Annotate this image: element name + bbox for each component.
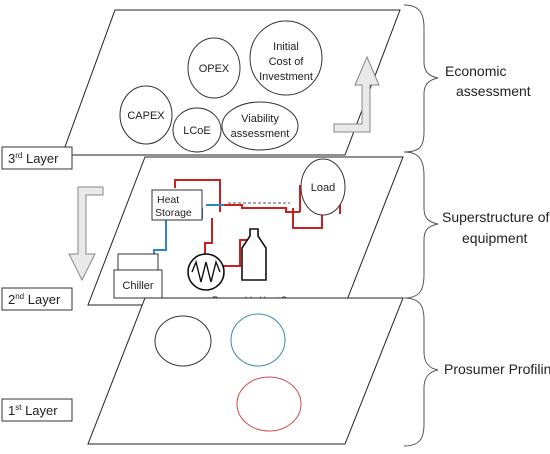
viability-line-1: Viability — [241, 113, 279, 125]
prosumer-oval-3 — [236, 376, 302, 432]
viability-oval — [221, 101, 299, 151]
lcoe-label: LCoE — [183, 125, 211, 137]
superstructure-label-1: Superstructure of — [442, 209, 549, 225]
heat-storage-box — [151, 189, 203, 221]
renewable-source-icon — [241, 228, 267, 281]
up-arrow — [333, 55, 380, 133]
chiller-unit-top — [117, 253, 159, 271]
down-arrow — [68, 186, 104, 282]
chiller-box — [113, 269, 163, 299]
prosumer-brace — [403, 297, 439, 447]
layer-2-box — [1, 287, 73, 311]
layer-1-label: 1st Layer — [8, 403, 58, 418]
economic-label-2: assessment — [456, 83, 531, 99]
capex-oval — [119, 85, 173, 145]
lcoe-oval — [172, 107, 222, 153]
superstructure-label-2: equipment — [462, 230, 527, 246]
initial-cost-line-2: Cost of — [269, 56, 305, 68]
heat-storage-line-1: Heat — [157, 194, 179, 206]
layer-1-box — [1, 398, 73, 422]
opex-label: OPEX — [199, 63, 230, 75]
viability-line-2: assessment — [231, 128, 290, 140]
load-label: Load — [311, 182, 335, 194]
heat-exchanger-icon — [187, 253, 225, 291]
capex-label: CAPEX — [127, 110, 165, 122]
economic-brace — [403, 4, 439, 153]
layer-3-label: 3rd Layer — [8, 151, 59, 166]
prosumer-label: Prosumer Profiling — [444, 361, 550, 377]
heat-storage-line-2: Storage — [155, 207, 192, 219]
economic-label-1: Economic — [445, 63, 506, 79]
prosumer-oval-1 — [154, 315, 212, 367]
superstructure-brace — [403, 151, 439, 299]
initial-cost-oval — [249, 20, 323, 96]
chiller-label: Chiller — [122, 280, 154, 292]
load-oval — [300, 158, 346, 216]
opex-oval — [187, 37, 241, 99]
prosumer-oval-2 — [230, 313, 286, 367]
initial-cost-line-1: Initial — [273, 41, 299, 53]
heat-exchanger-zigzag — [191, 259, 221, 283]
layer-3-box — [1, 146, 73, 170]
layer-2-label: 2nd Layer — [8, 292, 61, 307]
initial-cost-line-3: Investment — [259, 71, 313, 83]
